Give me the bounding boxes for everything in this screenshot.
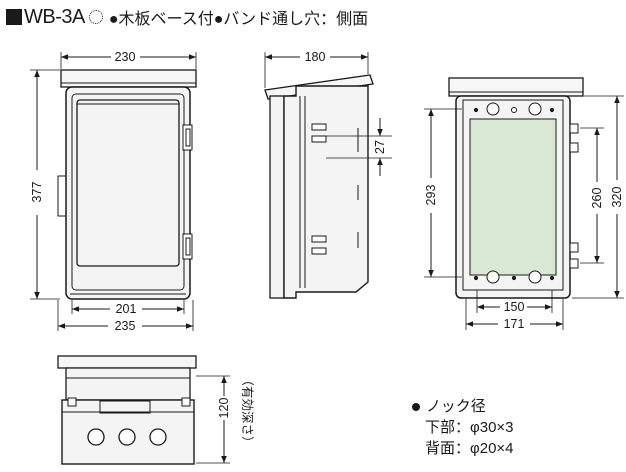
band-slot-bottom-2 <box>311 247 327 255</box>
screw-top-left <box>473 107 479 113</box>
knockout-top-left <box>486 102 500 116</box>
band-slot-top-2 <box>311 135 327 143</box>
bullet-icon <box>412 402 420 411</box>
bottom-knockout-2 <box>118 428 136 446</box>
wood-base-panel <box>469 118 557 276</box>
model-name: WB-3A <box>24 5 85 28</box>
bottom-view <box>57 355 230 465</box>
title-bar: WB-3A ●木板ベース付●バンド通し穴：側面 <box>6 5 368 29</box>
band-loop-4 <box>569 258 579 269</box>
dim-label-180: 180 <box>305 50 326 64</box>
screw-top-right <box>549 107 555 113</box>
dim-label-293: 293 <box>424 185 438 206</box>
side-view <box>264 52 392 299</box>
side-body <box>283 85 369 299</box>
notes-title: ノック径 <box>426 398 486 415</box>
front-latch-top <box>182 124 193 151</box>
band-loop-3 <box>569 242 579 253</box>
feature-list: ●木板ベース付●バンド通し穴：側面 <box>108 11 369 28</box>
dim-label-230: 230 <box>115 50 136 64</box>
dim-label-effective-depth: （有効深さ） <box>240 373 255 448</box>
note-bottom-knockouts: 下部：φ30×3 <box>425 419 514 436</box>
band-slot-bottom-1 <box>311 235 327 243</box>
bottom-hook-left <box>67 397 77 407</box>
front-latch-bottom <box>182 233 193 260</box>
front-window <box>76 99 180 267</box>
knockout-bottom-right <box>528 270 542 284</box>
front-view <box>30 52 197 331</box>
back-view <box>424 77 624 330</box>
screw-bottom-center <box>511 275 517 281</box>
band-slot-top-1 <box>311 123 327 131</box>
front-latch-top-inner <box>185 128 191 147</box>
bottom-roof <box>57 355 197 369</box>
front-roof <box>60 69 197 88</box>
dim-label-201: 201 <box>116 302 137 316</box>
bottom-recess <box>99 400 151 414</box>
screw-bottom-right <box>549 275 555 281</box>
square-bullet-icon <box>6 9 22 25</box>
dim-label-377: 377 <box>30 182 44 203</box>
dim-label-235: 235 <box>115 319 136 333</box>
back-roof <box>448 77 584 97</box>
front-latch-bottom-inner <box>185 237 191 256</box>
bottom-knockout-1 <box>87 428 105 446</box>
dim-label-120: 120 <box>217 398 231 419</box>
dim-label-27: 27 <box>373 140 387 154</box>
side-back-plate <box>269 95 285 299</box>
dashed-circle-icon <box>88 10 103 24</box>
bottom-knockout-3 <box>149 428 167 446</box>
knockout-notes: ノック径 下部：φ30×3 背面：φ20×4 <box>408 396 514 459</box>
mount-hole-top <box>511 107 517 113</box>
knockout-bottom-left <box>486 270 500 284</box>
bottom-hook-right <box>181 397 191 407</box>
dim-label-150: 150 <box>504 300 525 314</box>
knockout-top-right <box>528 102 542 116</box>
back-plate <box>462 99 564 291</box>
dim-label-320: 320 <box>610 187 624 208</box>
screw-bottom-left <box>473 275 479 281</box>
front-hinge <box>57 175 66 217</box>
dim-label-171: 171 <box>504 317 525 331</box>
front-body <box>65 86 191 300</box>
front-frame <box>71 93 185 291</box>
band-loop-2 <box>569 142 579 153</box>
band-loop-1 <box>569 123 579 134</box>
bottom-body <box>61 399 195 465</box>
bottom-body-top <box>65 367 191 401</box>
note-back-knockouts: 背面：φ20×4 <box>425 440 514 457</box>
dim-label-260: 260 <box>590 188 604 209</box>
